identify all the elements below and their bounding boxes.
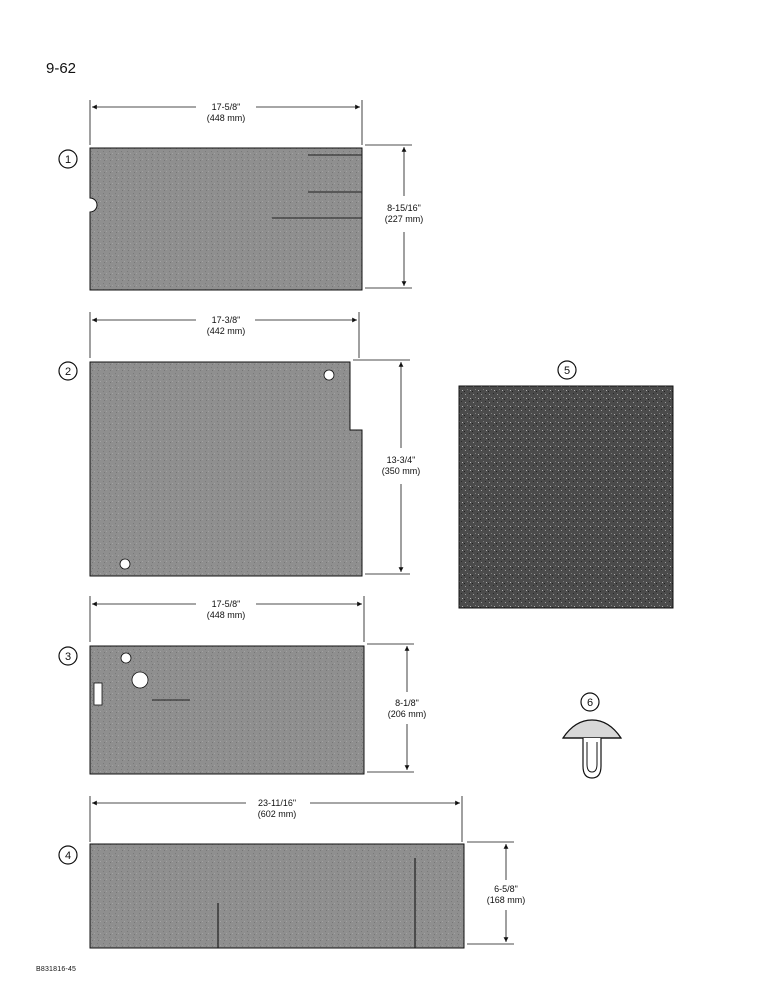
part-2-hole-top: [323, 369, 335, 381]
part-3-height-mm: (206 mm): [388, 709, 427, 719]
part-6-group: 6: [561, 692, 623, 779]
callout-5-label: 5: [564, 365, 570, 377]
part-3-group: 3 17-5/8" (448 mm) 8-1/8" (206 mm): [58, 596, 427, 775]
part-4-panel: [89, 843, 465, 949]
part-3-hole-small: [120, 652, 132, 664]
part-3-width-inches: 17-5/8": [212, 599, 241, 609]
callout-2-label: 2: [65, 366, 71, 378]
part-2-height-inches: 13-3/4": [387, 455, 416, 465]
part-2-height-mm: (350 mm): [382, 466, 421, 476]
part-1-group: 1 17-5/8" (448 mm) 8-15/16" (227 mm): [58, 100, 424, 291]
callout-1-circle: [58, 149, 78, 169]
part-1-width-inches: 17-5/8": [212, 102, 241, 112]
part-5-group: 5: [458, 360, 674, 609]
part-1-panel: [89, 147, 363, 291]
part-2-width-inches: 17-3/8": [212, 315, 241, 325]
callout-3-circle: [58, 646, 78, 666]
part-4-width-mm: (602 mm): [258, 809, 297, 819]
part-3-panel: [89, 645, 365, 775]
callout-6-label: 6: [587, 697, 593, 709]
callout-3-label: 3: [65, 651, 71, 663]
part-2-group: 2 17-3/8" (442 mm) 13-3/4" (350 mm): [58, 312, 421, 577]
callout-6-circle: [580, 692, 600, 712]
part-5-pad: [458, 385, 674, 609]
part-3-width-mm: (448 mm): [207, 610, 246, 620]
part-3-hole-large: [131, 671, 149, 689]
callout-4-label: 4: [65, 850, 71, 862]
callout-5-circle: [557, 360, 577, 380]
figure-code: B831816-45: [36, 966, 77, 973]
callout-1-label: 1: [65, 154, 71, 166]
part-1-height-inches: 8-15/16": [387, 203, 421, 213]
part-2-panel: [89, 361, 363, 577]
part-4-group: 4 23-11/16" (602 mm) 6-5/8" (168 mm): [58, 796, 526, 949]
part-4-height-mm: (168 mm): [487, 895, 526, 905]
part-3-height-inches: 8-1/8": [395, 698, 419, 708]
part-1-height-mm: (227 mm): [385, 214, 424, 224]
part-2-hole-bottom: [119, 558, 131, 570]
part-3-slot: [93, 682, 103, 706]
callout-2-circle: [58, 361, 78, 381]
callout-4-circle: [58, 845, 78, 865]
part-1-width-mm: (448 mm): [207, 113, 246, 123]
part-4-height-inches: 6-5/8": [494, 884, 518, 894]
part-4-width-inches: 23-11/16": [258, 798, 296, 808]
fastener-icon: [561, 719, 623, 779]
part-2-width-mm: (442 mm): [207, 326, 246, 336]
page-number: 9-62: [46, 60, 77, 77]
